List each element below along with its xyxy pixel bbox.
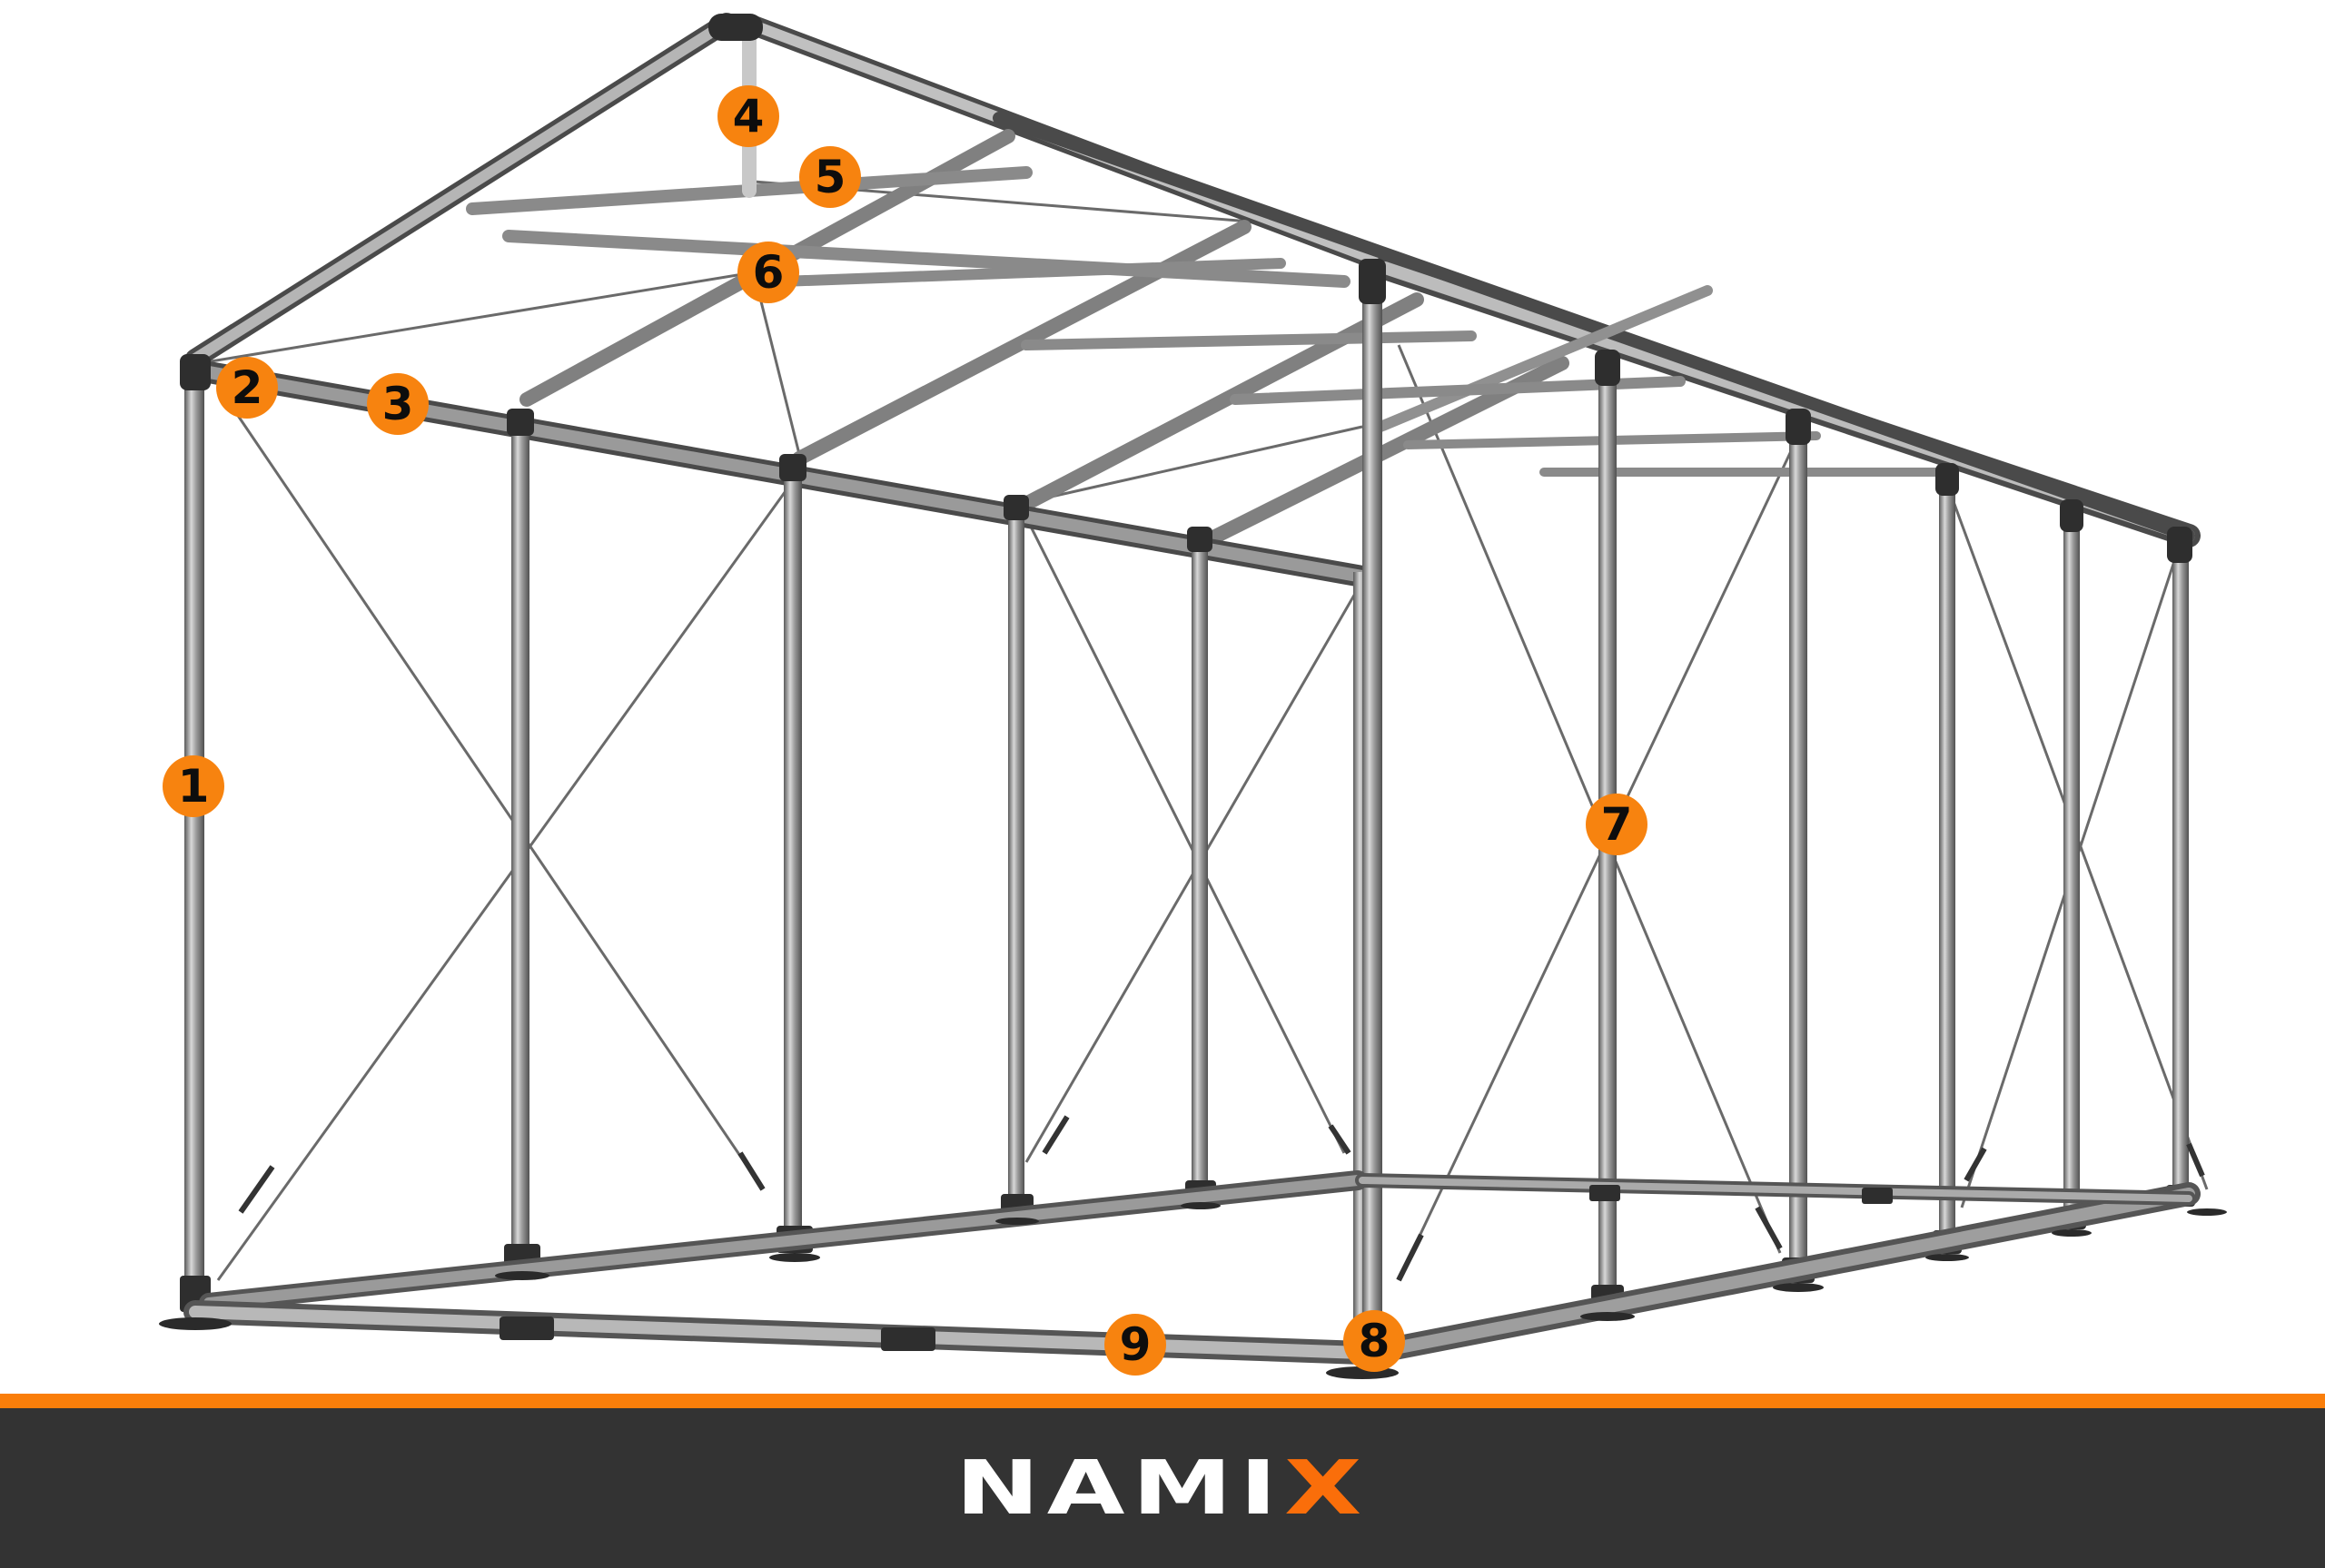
base-plates (159, 1202, 2227, 1379)
accent-stripe (0, 1394, 2325, 1408)
ground-rails (183, 1170, 2201, 1365)
callout-badge-2: 2 (216, 357, 278, 419)
callout-badge-6: 6 (737, 242, 799, 303)
callout-badge-8: 8 (1343, 1310, 1405, 1372)
turnbuckles (238, 1115, 2205, 1282)
callout-badge-9: 9 (1104, 1314, 1166, 1376)
callout-badge-7: 7 (1586, 794, 1647, 855)
tent-frame-illustration (159, 13, 2227, 1379)
vertical-posts (184, 272, 2189, 1344)
roof-rafters (185, 13, 2201, 587)
callout-badge-5: 5 (799, 146, 861, 208)
callout-badge-3: 3 (367, 373, 429, 435)
logo-text-accent: X (1284, 1445, 1370, 1532)
product-image: 1 2 3 4 5 6 7 8 9 (159, 13, 2227, 1379)
callout-badge-1: 1 (163, 755, 224, 817)
rail-joints (500, 1185, 1893, 1351)
callout-badge-4: 4 (717, 85, 779, 147)
logo-text-main: NAMI (955, 1445, 1285, 1532)
